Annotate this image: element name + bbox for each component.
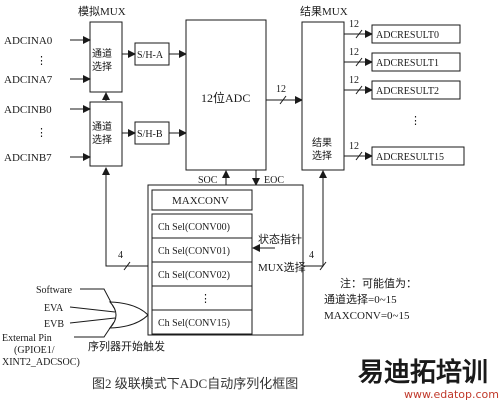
- conv-slot-15: Ch Sel(CONV15): [158, 318, 230, 329]
- result-register-0: [371, 24, 461, 44]
- bus-slash-result: [319, 261, 327, 271]
- trigger-external-pin: External Pin: [2, 333, 52, 344]
- wire-trigger-eva: [69, 306, 116, 313]
- watermark-char-3: 拓: [410, 358, 436, 388]
- watermark-char-2: 迪: [384, 358, 410, 388]
- result-register-15: [371, 146, 465, 166]
- input-adcinb0: ADCINB0: [4, 104, 52, 116]
- bus-slash-result0: [355, 29, 363, 39]
- wire-trigger-software: [80, 288, 115, 309]
- bus-slash-channel: [123, 261, 131, 271]
- sample-hold-b-label: S/H-B: [137, 129, 163, 140]
- sample-hold-a-label: S/H-A: [137, 50, 164, 61]
- bus4-result-label: 4: [309, 250, 314, 261]
- sequencer-trigger-label: 序列器开始触发: [88, 339, 165, 353]
- wire-trigger-external: [74, 321, 115, 338]
- input-adcina7: ADCINA7: [4, 74, 53, 86]
- maxconv-label: MAXCONV: [172, 195, 229, 207]
- trigger-software: Software: [36, 285, 73, 296]
- result-select-line2: 选择: [312, 149, 332, 162]
- bus-width-result2: 12: [349, 75, 359, 86]
- result-register-2-label: ADCRESULT2: [376, 86, 439, 97]
- adc-label: 12位ADC: [201, 90, 250, 105]
- maxconv-register: [151, 189, 253, 211]
- trigger-gpio: (GPIOE1/: [14, 345, 55, 356]
- result-register-2: [371, 80, 461, 100]
- conv-slot-00: Ch Sel(CONV00): [158, 222, 230, 233]
- watermark-char-5: 训: [462, 358, 488, 388]
- watermark-char-1: 易: [358, 358, 384, 388]
- bus-slash-adc: [279, 95, 287, 105]
- result-register-1: [371, 52, 461, 72]
- result-register-1-label: ADCRESULT1: [376, 58, 439, 69]
- conv-slot-01: Ch Sel(CONV01): [158, 246, 230, 257]
- state-pointer-label: 状态指针: [258, 232, 302, 246]
- soc-label: SOC: [198, 175, 218, 186]
- bus-slash-result15: [355, 151, 363, 161]
- watermark-logo: 易 迪 拓 培 训 www.edatop.com: [358, 358, 499, 401]
- bus-width-result1: 12: [349, 47, 359, 58]
- result-register-15-label: ADCRESULT15: [376, 152, 444, 163]
- result-register-0-label: ADCRESULT0: [376, 30, 439, 41]
- channel-select-box-b: [89, 101, 123, 167]
- bus-slash-result2: [355, 85, 363, 95]
- bus-width-result15: 12: [349, 141, 359, 152]
- input-ellipsis-b: ⋮: [36, 127, 47, 139]
- eoc-label: EOC: [264, 175, 284, 186]
- watermark-char-4: 培: [436, 358, 462, 388]
- channel-select-box-a: [89, 21, 123, 93]
- channel-select-a-line1: 通道: [92, 47, 112, 60]
- mux-select-label: MUX选择: [258, 260, 306, 274]
- result-mux-label: 结果MUX: [300, 5, 348, 18]
- channel-select-b-line2: 选择: [92, 133, 112, 146]
- or-gate: [108, 301, 149, 329]
- note-line-1: 注：可能值为：: [340, 276, 417, 290]
- bus-width-result0: 12: [349, 19, 359, 30]
- input-adcinb7: ADCINB7: [4, 152, 52, 164]
- result-ellipsis: ⋮: [410, 115, 421, 127]
- bus-slash-result1: [355, 57, 363, 67]
- adc-bits-label: 12: [276, 84, 286, 95]
- conv-table: [151, 213, 253, 335]
- trigger-xint2: XINT2_ADCSOC): [2, 357, 80, 368]
- channel-select-b-line1: 通道: [92, 120, 112, 133]
- conv-slot-02: Ch Sel(CONV02): [158, 270, 230, 281]
- input-ellipsis-a: ⋮: [36, 55, 47, 67]
- result-select-line1: 结果: [312, 136, 332, 149]
- result-outputs: 12 ADCRESULT0 12 ADCRESULT1 12 ADCRESULT…: [344, 19, 465, 166]
- wire-trigger-evb: [69, 317, 116, 324]
- trigger-eva: EVA: [44, 303, 64, 314]
- trigger-evb: EVB: [44, 319, 64, 330]
- analog-mux-label: 模拟MUX: [78, 4, 126, 18]
- note-line-2: 通道选择=0~15: [324, 292, 397, 306]
- note-line-3: MAXCONV=0~15: [324, 310, 410, 322]
- input-adcina0: ADCINA0: [4, 35, 53, 47]
- channel-select-a-line2: 选择: [92, 60, 112, 73]
- watermark-url: www.edatop.com: [404, 388, 499, 401]
- bus4-channel-label: 4: [118, 250, 123, 261]
- figure-caption: 图2 级联模式下ADC自动序列化框图: [92, 376, 298, 391]
- wire-channel-select: [102, 167, 148, 267]
- adc-block: [185, 19, 267, 171]
- conv-ellipsis: ⋮: [200, 293, 211, 305]
